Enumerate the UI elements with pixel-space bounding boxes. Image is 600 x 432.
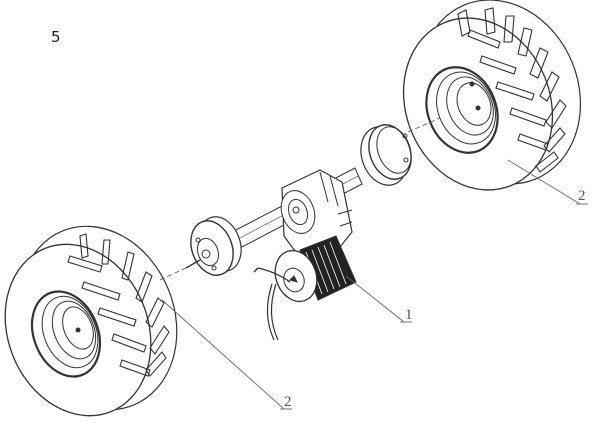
motor — [253, 235, 357, 341]
leader-lines — [161, 159, 588, 410]
callout-label-wheel-left: 2 — [284, 394, 292, 410]
gearbox — [280, 169, 353, 259]
callout-label-motor: 1 — [405, 307, 413, 323]
right-hub — [360, 124, 412, 186]
right-wheel — [402, 0, 582, 191]
axis-centerline — [159, 117, 441, 281]
left-wheel — [4, 225, 178, 417]
figure-number: 5 — [51, 28, 61, 46]
left-hub — [185, 216, 242, 276]
callout-label-wheel-right: 2 — [578, 188, 586, 204]
